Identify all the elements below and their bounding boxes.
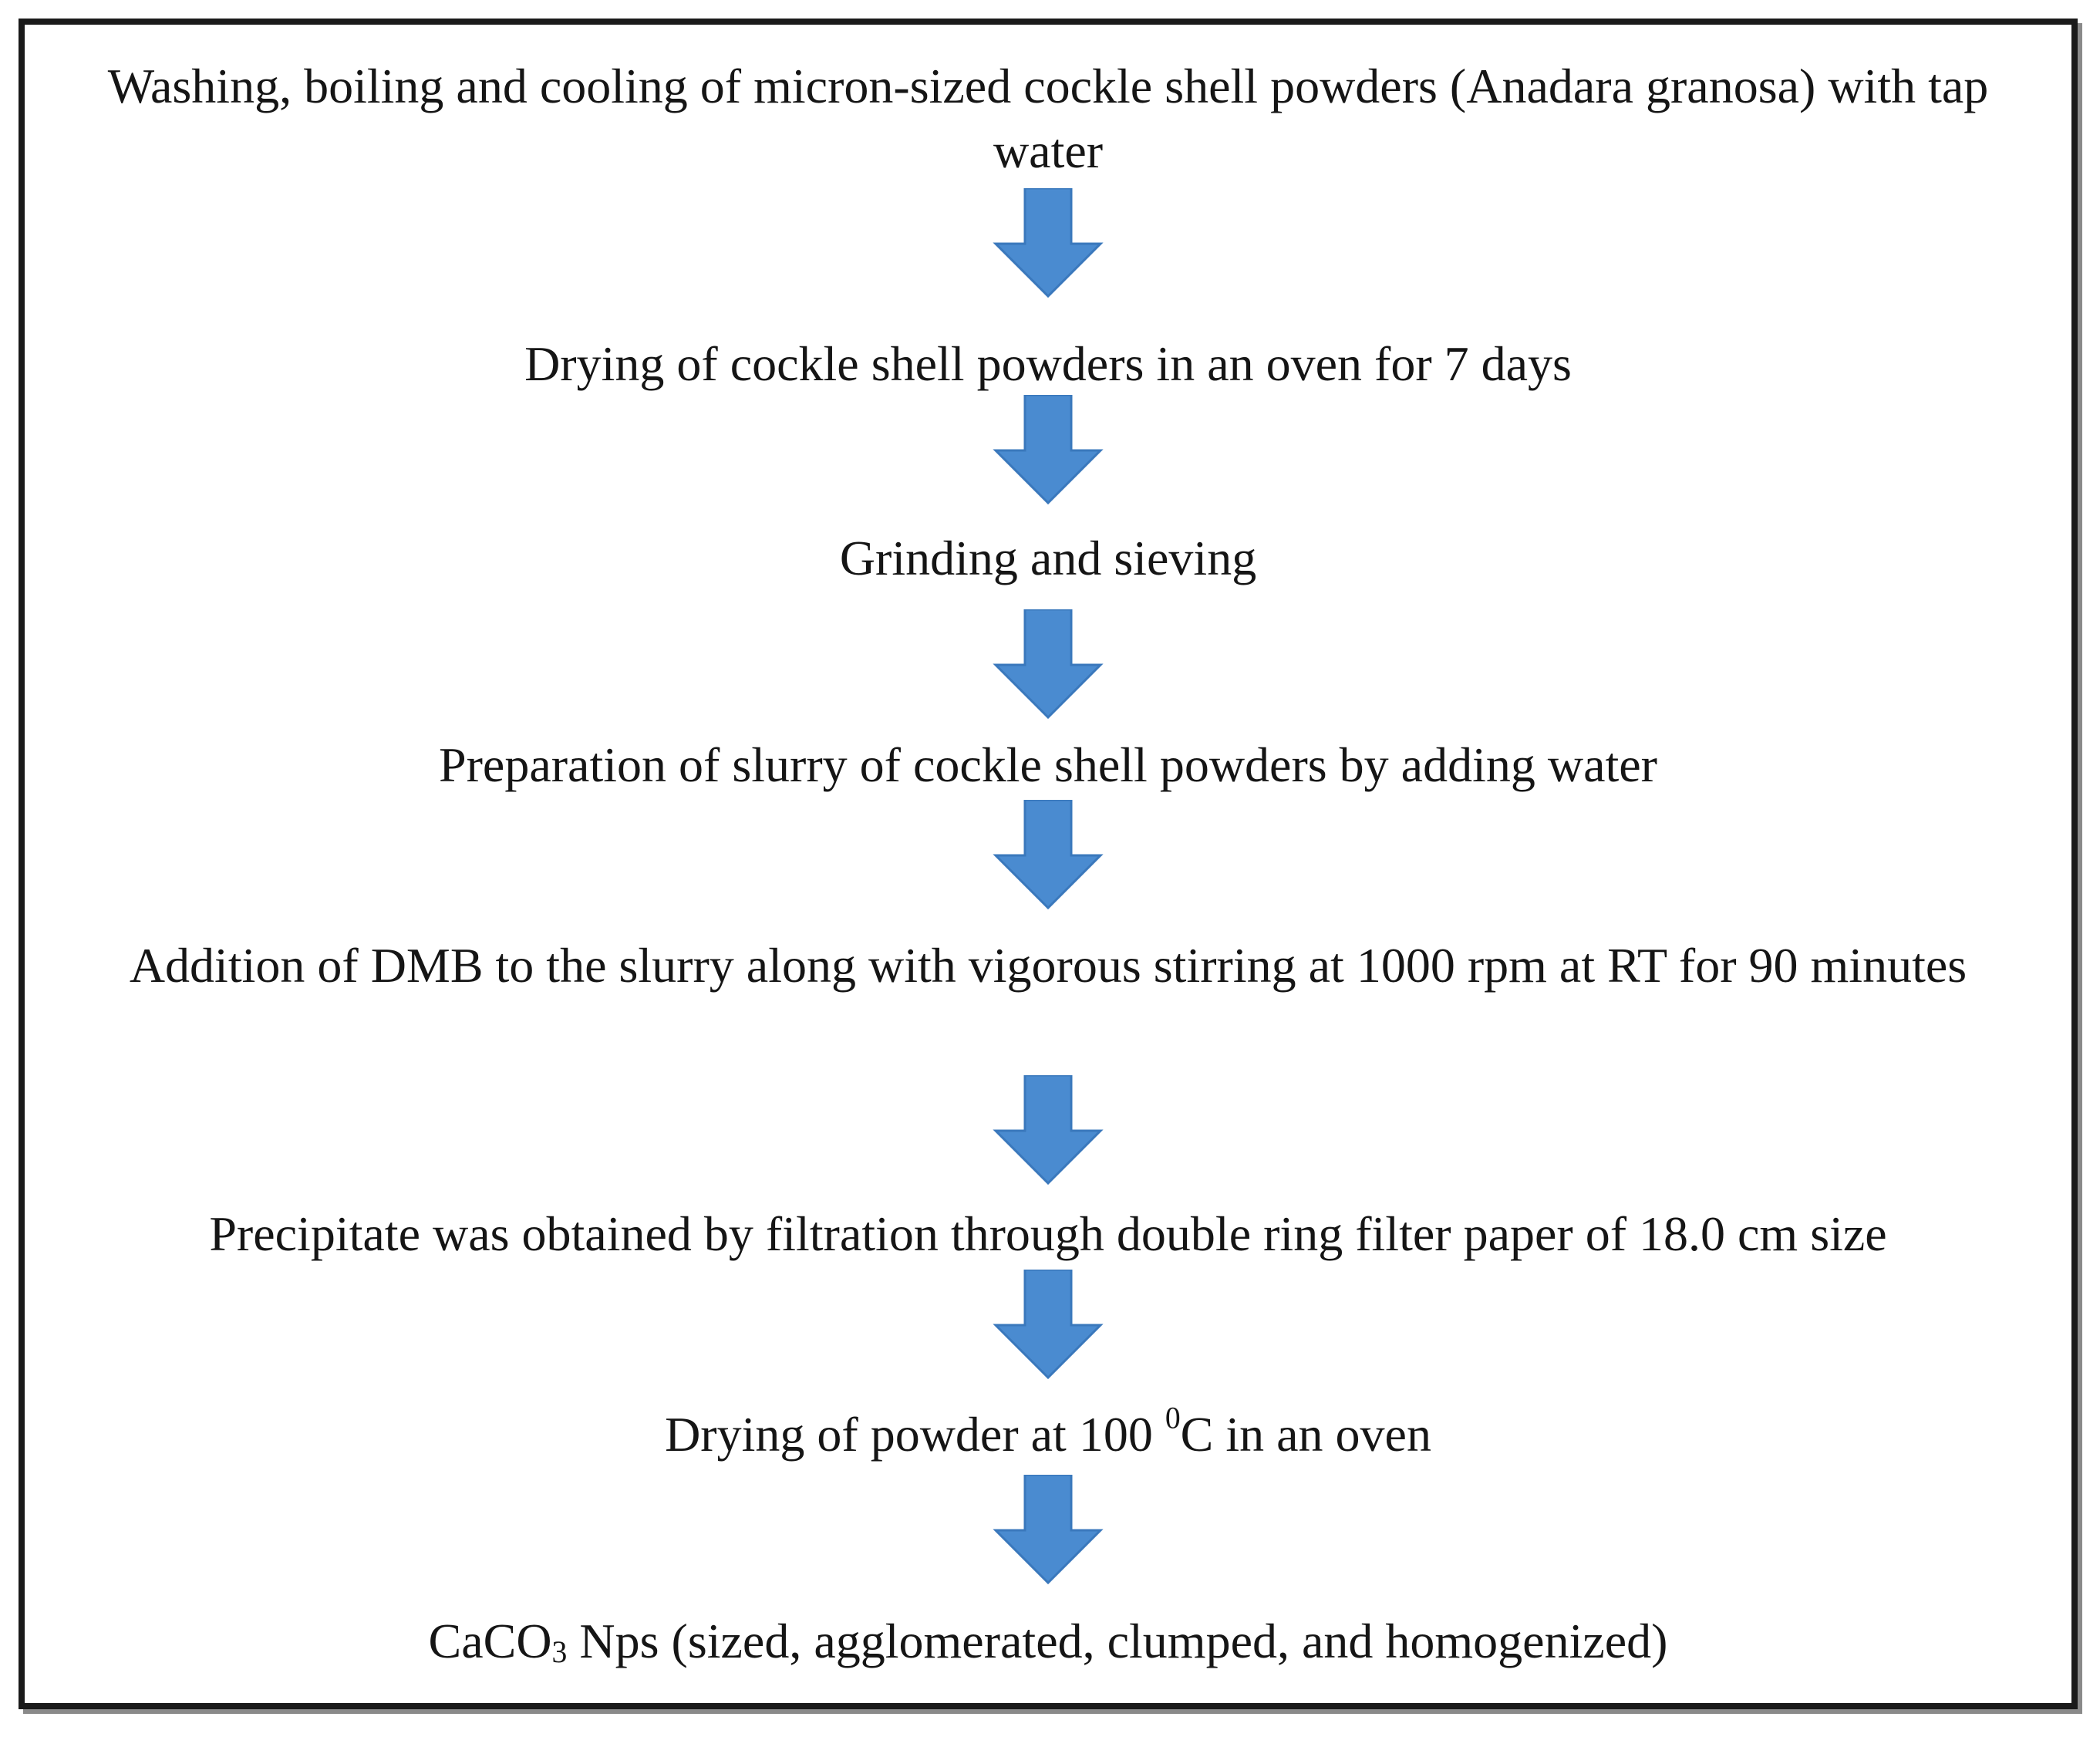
down-arrow-icon [993,1075,1104,1185]
flowchart-frame: Washing, boiling and cooling of micron-s… [19,19,2078,1709]
step-slurry: Preparation of slurry of cockle shell po… [439,737,1657,792]
down-arrow-icon [993,188,1104,298]
step-drying-100: Drying of powder at 100 0C in an oven [71,1402,2025,1467]
step-grinding: Grinding and sieving [839,531,1257,585]
step-dmb-addition: Addition of DMB to the slurry along with… [129,938,1967,993]
step-drying-7-days: Drying of cockle shell powders in an ove… [524,336,1572,391]
down-arrow-icon [993,395,1104,504]
step-drying-100-text: Drying of powder at 100 [665,1407,1165,1462]
formula-subscript: 3 [551,1634,568,1669]
degree-superscript: 0 [1165,1401,1181,1435]
down-arrow-icon [993,1270,1104,1379]
step-caco3: CaCO3 Nps (sized, agglomerated, clumped,… [71,1609,2025,1674]
down-arrow-icon [993,1475,1104,1584]
step-caco3-text: Nps (sized, agglomerated, clumped, and h… [567,1614,1668,1668]
down-arrow-icon [993,800,1104,909]
down-arrow-icon [993,609,1104,719]
step-caco3-formula: CaCO [428,1614,552,1668]
step-drying-100-text-end: C in an oven [1180,1407,1431,1462]
step-filtration: Precipitate was obtained by filtration t… [209,1206,1887,1261]
step-washing: Washing, boiling and cooling of micron-s… [107,59,1989,178]
